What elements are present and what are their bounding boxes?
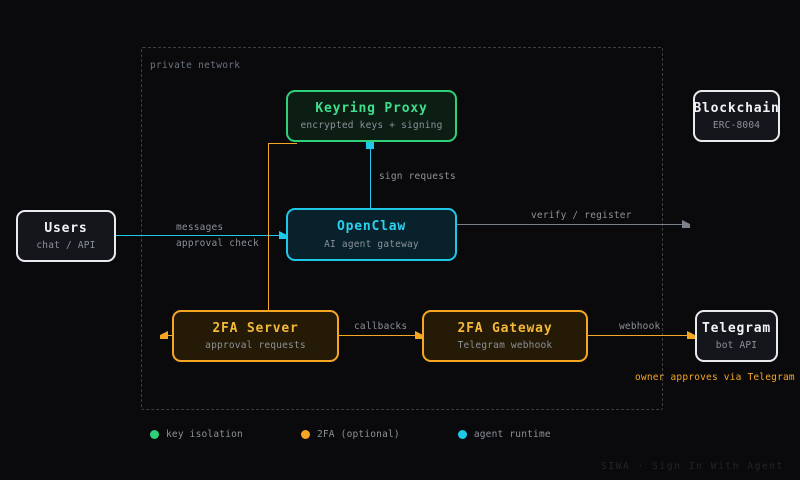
node-keyring-proxy[interactable]: Keyring Proxy encrypted keys + signing [286, 90, 457, 142]
edge-server-gateway-arrowhead [415, 330, 423, 339]
node-users-subtitle: chat / API [36, 240, 96, 252]
legend-item-2fa-optional: 2FA (optional) [300, 429, 400, 440]
edge-server-gateway [339, 335, 419, 336]
edge-label-messages: messages [176, 222, 224, 233]
legend: key isolation 2FA (optional) agent runti… [150, 429, 609, 440]
private-network-zone [141, 47, 663, 410]
node-openclaw[interactable]: OpenClaw AI agent gateway [286, 208, 457, 261]
node-telegram[interactable]: Telegram bot API [695, 310, 778, 362]
edge-openclaw-blockchain-arrowhead [682, 219, 690, 228]
node-blockchain-subtitle: ERC-8004 [712, 120, 761, 132]
legend-item-agent-runtime: agent runtime [457, 429, 551, 440]
edge-keyring-server-vertical [268, 143, 269, 335]
node-2fa-gateway-subtitle: Telegram webhook [457, 340, 553, 352]
legend-dot-orange [300, 430, 310, 439]
node-keyring-proxy-title: Keyring Proxy [315, 100, 428, 116]
node-users-title: Users [44, 220, 88, 236]
edge-openclaw-keyring [370, 148, 371, 208]
node-2fa-server-title: 2FA Server [212, 320, 299, 336]
edge-label-webhook: webhook [619, 321, 661, 332]
legend-label-agent-runtime: agent runtime [473, 429, 551, 440]
edge-users-openclaw [116, 235, 280, 236]
edge-keyring-server-top-segment [268, 143, 297, 144]
node-openclaw-title: OpenClaw [336, 219, 406, 235]
legend-label-2fa-optional: 2FA (optional) [316, 429, 400, 440]
node-2fa-server[interactable]: 2FA Server approval requests [172, 310, 339, 362]
edge-gateway-telegram [588, 335, 692, 336]
node-2fa-gateway-title: 2FA Gateway [457, 320, 553, 336]
edge-openclaw-keyring-arrowhead [365, 141, 374, 149]
telegram-approval-note: owner approves via Telegram [635, 372, 795, 383]
edge-label-approval-check: approval check [176, 238, 259, 249]
legend-item-key-isolation: key isolation [150, 429, 243, 440]
node-telegram-subtitle: bot API [715, 340, 758, 352]
node-blockchain-title: Blockchain [693, 100, 780, 116]
edge-users-openclaw-arrowhead [279, 230, 287, 239]
node-openclaw-subtitle: AI agent gateway [324, 238, 419, 250]
edge-gateway-telegram-arrowhead [687, 330, 695, 339]
edge-label-callbacks: callbacks [354, 321, 408, 332]
edge-openclaw-blockchain [457, 224, 690, 225]
edge-label-verify-register: verify / register [531, 210, 632, 221]
legend-label-key-isolation: key isolation [166, 429, 243, 440]
legend-dot-cyan [457, 430, 467, 439]
footer-branding: SIWA · Sign In With Agent [601, 461, 784, 472]
edge-keyring-server-arrowhead [160, 330, 168, 339]
legend-dot-green [150, 430, 159, 439]
edge-label-sign-requests: sign requests [379, 171, 456, 182]
node-keyring-proxy-subtitle: encrypted keys + signing [300, 120, 443, 132]
node-blockchain[interactable]: Blockchain ERC-8004 [693, 90, 780, 142]
private-network-label: private network [150, 60, 241, 71]
node-2fa-gateway[interactable]: 2FA Gateway Telegram webhook [422, 310, 588, 362]
node-telegram-title: Telegram [701, 320, 771, 336]
node-2fa-server-subtitle: approval requests [205, 340, 306, 352]
node-users[interactable]: Users chat / API [16, 210, 116, 262]
